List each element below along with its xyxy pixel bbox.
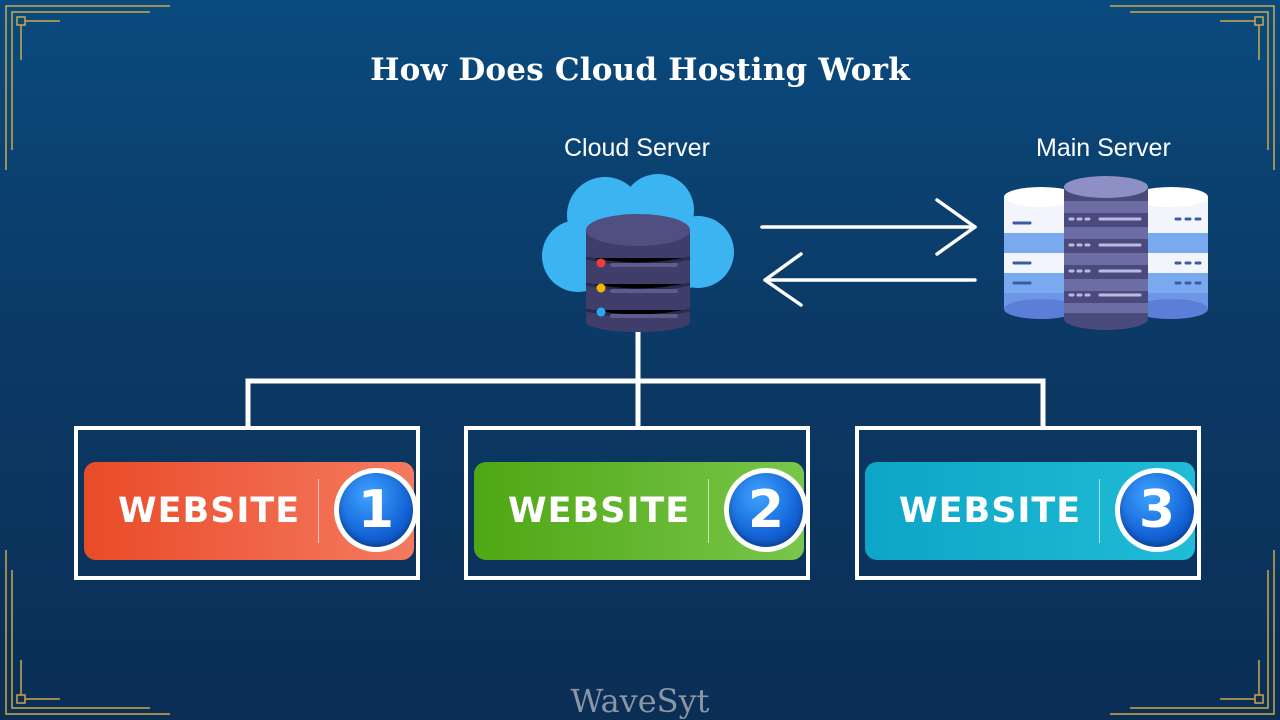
watermark: WaveSyt: [570, 682, 710, 720]
website-box-2: WEBSITE 2: [464, 426, 810, 580]
website-number: 1: [339, 473, 413, 547]
website-pill-2: WEBSITE 2: [474, 462, 808, 560]
arrow-right-icon: [760, 198, 977, 256]
website-label: WEBSITE: [899, 491, 1082, 531]
website-number: 3: [1120, 473, 1194, 547]
pill-divider: [318, 479, 319, 543]
arrow-left-icon: [763, 252, 977, 307]
website-label: WEBSITE: [508, 491, 691, 531]
database-stack-icon: [1004, 176, 1208, 330]
number-badge-icon: 2: [724, 468, 808, 552]
website-box-1: WEBSITE 1: [74, 426, 420, 580]
cloud-server-icon: [542, 174, 734, 332]
website-box-3: WEBSITE 3: [855, 426, 1201, 580]
main-server-label: Main Server: [1036, 134, 1171, 162]
pill-divider: [1099, 479, 1100, 543]
website-pill-3: WEBSITE 3: [865, 462, 1199, 560]
number-badge-icon: 3: [1115, 468, 1199, 552]
website-pill-1: WEBSITE 1: [84, 462, 418, 560]
number-badge-icon: 1: [334, 468, 418, 552]
pill-divider: [708, 479, 709, 543]
cloud-server-label: Cloud Server: [564, 134, 710, 162]
website-number: 2: [729, 473, 803, 547]
website-label: WEBSITE: [118, 491, 301, 531]
diagram-title: How Does Cloud Hosting Work: [370, 52, 910, 88]
